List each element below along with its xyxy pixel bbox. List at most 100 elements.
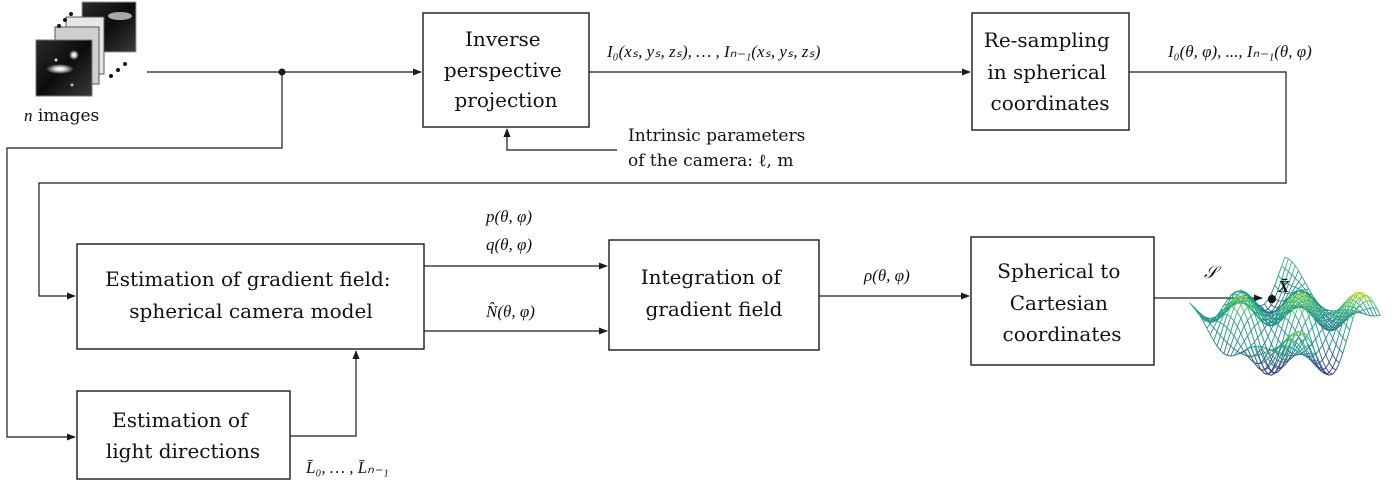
surface-mesh-line bbox=[1243, 311, 1249, 321]
surface-mesh-line bbox=[1264, 303, 1269, 310]
surface-mesh-line bbox=[1295, 286, 1299, 290]
inverse-projection-label: Inverse perspective projection bbox=[444, 27, 568, 112]
surface-mesh-line bbox=[1338, 321, 1344, 334]
surface-mesh-line bbox=[1308, 332, 1313, 344]
surface-mesh-line bbox=[1315, 304, 1320, 311]
surface-mesh-line bbox=[1315, 353, 1320, 364]
light-estimation-label: Estimation of light directions bbox=[106, 408, 260, 463]
surface-mesh-line bbox=[1250, 347, 1255, 356]
surface-mesh-line bbox=[1281, 361, 1286, 369]
surface-mesh-line bbox=[1328, 314, 1333, 320]
surface-mesh-line bbox=[1230, 316, 1235, 322]
surface-mesh-line bbox=[1372, 307, 1378, 317]
surface-mesh-line bbox=[1305, 316, 1310, 323]
intrinsic-arrow bbox=[503, 128, 617, 151]
surface-mesh-line bbox=[1237, 300, 1242, 306]
surface-mesh-line bbox=[1325, 347, 1330, 356]
surface-mesh-line bbox=[1267, 318, 1272, 324]
surface-mesh-line bbox=[1291, 285, 1296, 288]
surface-mesh-line bbox=[1359, 302, 1364, 306]
surface-mesh-line bbox=[1294, 351, 1299, 356]
surface-mesh-line bbox=[1332, 369, 1337, 375]
surface-mesh-line bbox=[1219, 324, 1225, 336]
surface-mesh-line bbox=[1257, 307, 1262, 313]
surface-mesh-line bbox=[1254, 337, 1259, 343]
surface-mesh-line bbox=[1308, 316, 1313, 328]
surface-mesh-line bbox=[1267, 359, 1272, 367]
surface-mesh-line bbox=[1277, 279, 1283, 290]
surface-mesh-line bbox=[1260, 312, 1265, 318]
surface-mesh-line bbox=[1329, 313, 1333, 316]
surface-mesh-line bbox=[1230, 305, 1235, 309]
surface-mesh-line bbox=[1243, 291, 1248, 297]
surface-mesh-line bbox=[1267, 351, 1272, 356]
surface-mesh-line bbox=[1366, 295, 1371, 299]
surface-mesh-line bbox=[1349, 303, 1354, 314]
surface-mesh-line bbox=[1264, 352, 1269, 359]
surface-mesh-line bbox=[1291, 261, 1296, 266]
surface-mesh-line bbox=[1274, 313, 1279, 319]
surface-mesh-line bbox=[1257, 322, 1262, 334]
surface-mesh-line bbox=[1342, 309, 1347, 312]
surface-mesh-line bbox=[1298, 285, 1303, 289]
surface-mesh-line bbox=[1291, 287, 1296, 293]
surface-mesh-line bbox=[1274, 314, 1279, 323]
surface-mesh-line bbox=[1308, 303, 1313, 313]
surface-mesh-line bbox=[1233, 301, 1238, 309]
surface-mesh-line bbox=[1281, 315, 1286, 319]
surface-mesh-line bbox=[1270, 321, 1276, 330]
surface-mesh-line bbox=[1328, 347, 1334, 355]
surface-mesh-line bbox=[1318, 344, 1323, 351]
surface-mesh-line bbox=[1304, 338, 1310, 346]
surface-mesh-line bbox=[1209, 323, 1214, 329]
surface-mesh-line bbox=[1261, 346, 1265, 349]
surface-mesh-line bbox=[1335, 349, 1340, 360]
surface-mesh-line bbox=[1260, 314, 1265, 321]
surface-mesh-line bbox=[1291, 334, 1296, 342]
surface-mesh-line bbox=[1335, 359, 1340, 364]
surface-mesh-line bbox=[1240, 350, 1245, 353]
surface-mesh-line bbox=[1254, 354, 1258, 357]
surface-mesh-line bbox=[1199, 315, 1204, 322]
surface-mesh-line bbox=[1376, 308, 1381, 316]
surface-mesh-line bbox=[1345, 296, 1350, 303]
surface-mesh-line bbox=[1318, 334, 1323, 346]
surface-mesh-line bbox=[1271, 350, 1275, 353]
surface-mesh-line bbox=[1236, 326, 1242, 334]
surface-mesh-line bbox=[1257, 352, 1262, 363]
surface-mesh-line bbox=[1220, 313, 1224, 316]
surface-mesh-line bbox=[1243, 300, 1248, 308]
surface-mesh-line bbox=[1287, 300, 1293, 309]
surface-mesh-line bbox=[1230, 320, 1235, 332]
surface-mesh-line bbox=[1206, 323, 1211, 329]
surface-mesh-line bbox=[1366, 308, 1371, 316]
surface-mesh-line bbox=[1267, 336, 1272, 345]
surface-mesh-line bbox=[1369, 297, 1374, 303]
sph-to-cart-box bbox=[970, 236, 1155, 366]
surface-mesh-line bbox=[1233, 348, 1238, 352]
surface-mesh-line bbox=[1301, 306, 1306, 314]
surface-mesh-line bbox=[1349, 313, 1354, 319]
resampling-box bbox=[971, 12, 1130, 131]
surface-mesh-line bbox=[1254, 311, 1259, 318]
surface-mesh-line bbox=[1277, 347, 1283, 355]
surface-mesh-line bbox=[1277, 324, 1282, 329]
surface-mesh-line bbox=[1315, 310, 1320, 320]
surface-point bbox=[1268, 295, 1276, 303]
surface-mesh-line bbox=[1274, 321, 1279, 326]
surface-mesh-line bbox=[1274, 311, 1279, 316]
surface-mesh-line bbox=[1342, 325, 1347, 338]
surface-mesh-line bbox=[1277, 265, 1283, 276]
surface-mesh-line bbox=[1366, 307, 1371, 310]
surface-mesh-line bbox=[1247, 355, 1252, 361]
surface-mesh-line bbox=[1236, 317, 1242, 327]
surface-mesh-line bbox=[1284, 350, 1289, 361]
images-label: n images bbox=[24, 106, 99, 126]
surface-mesh-line bbox=[1237, 346, 1242, 352]
surface-mesh-line bbox=[1301, 346, 1306, 350]
surface-mesh-line bbox=[1281, 268, 1286, 280]
surface-mesh-line bbox=[1271, 366, 1276, 373]
surface-mesh-line bbox=[1250, 355, 1255, 363]
surface-mesh-line bbox=[1288, 299, 1292, 302]
surface-mesh-line bbox=[1274, 275, 1279, 286]
